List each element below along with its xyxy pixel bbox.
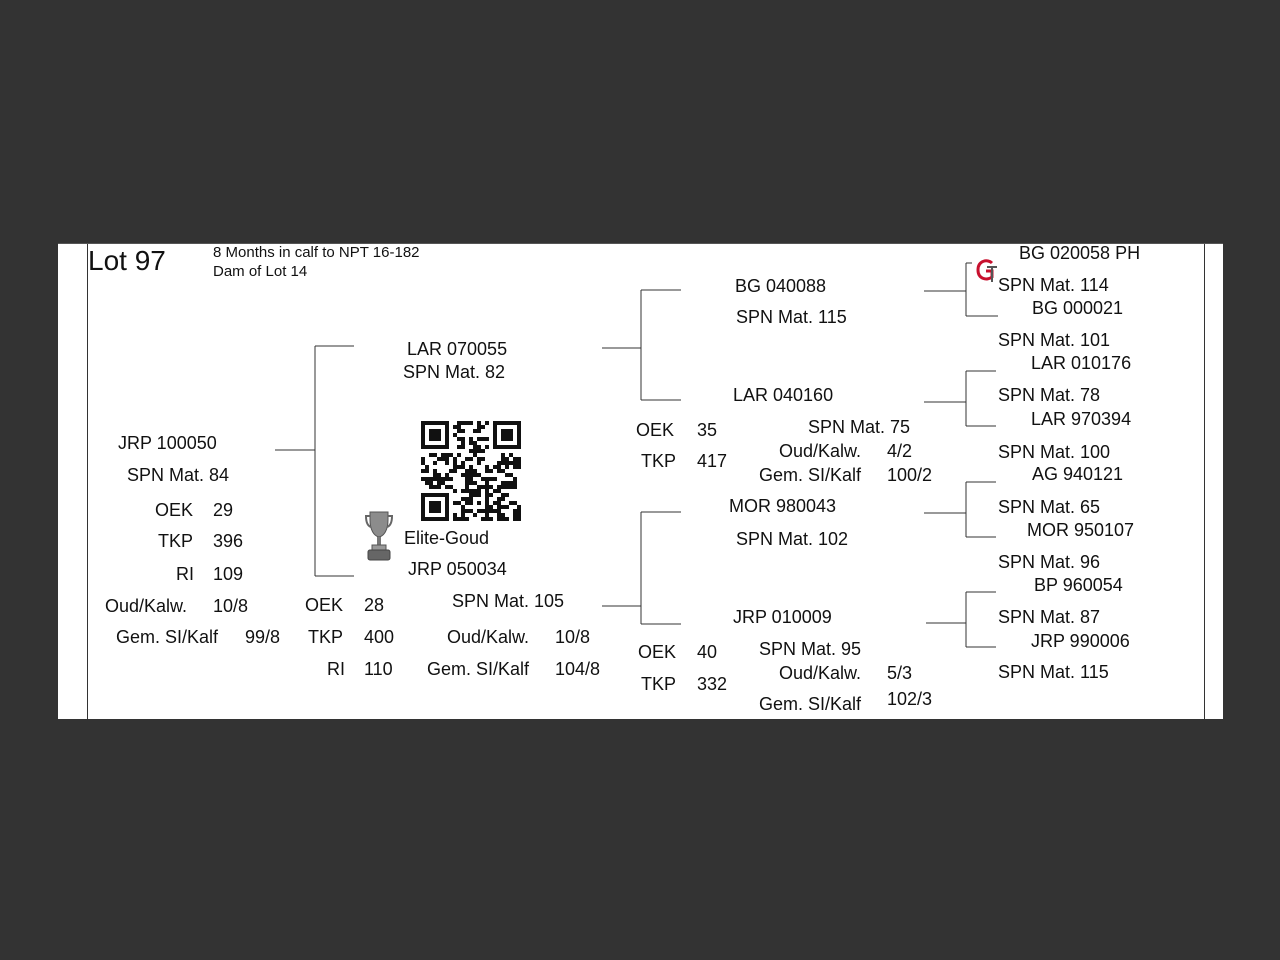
dam-oud-value: 10/8 [555, 627, 591, 647]
subject-oud-value: 10/8 [213, 596, 249, 616]
dam-dam-spn: SPN Mat. 95 [759, 639, 862, 659]
subject-id: JRP 100050 [118, 433, 217, 453]
lot-note-in-calf: 8 Months in calf to NPT 16-182 [213, 244, 420, 261]
gen4-8-id: JRP 990006 [1031, 631, 1130, 651]
dam-tkp-label: TKP [308, 627, 344, 647]
dam-award: Elite-Goud [404, 528, 490, 548]
gen4-2-spn: SPN Mat. 101 [998, 330, 1111, 350]
sire-dam-gem-value: 100/2 [887, 465, 933, 485]
right-border-line [1204, 244, 1205, 719]
subject-oek-value: 29 [213, 500, 234, 520]
dam-dam-oud-label: Oud/Kalw. [779, 663, 862, 683]
sire-dam-oud-value: 4/2 [887, 441, 913, 461]
gen4-3-id: LAR 010176 [1031, 353, 1132, 373]
sire-id: LAR 070055 [407, 339, 508, 359]
sire-sire-spn: SPN Mat. 115 [736, 307, 847, 327]
dam-spn: SPN Mat. 105 [452, 591, 565, 611]
gen4-5-id: AG 940121 [1032, 464, 1124, 484]
pedigree-sheet: Lot 97 8 Months in calf to NPT 16-182 Da… [58, 243, 1223, 719]
sire-dam-spn: SPN Mat. 75 [808, 417, 911, 437]
sire-dam-tkp-label: TKP [641, 451, 677, 471]
subject-tkp-value: 396 [213, 531, 244, 551]
lot-title: Lot 97 [88, 245, 166, 276]
trophy-icon [364, 511, 394, 561]
dam-dam-oud-value: 5/3 [887, 663, 913, 683]
sire-dam-gem-label: Gem. SI/Kalf [759, 465, 862, 485]
sire-dam-oud-label: Oud/Kalw. [779, 441, 862, 461]
subject-oud-label: Oud/Kalw. [105, 596, 188, 616]
dam-oek-label: OEK [305, 595, 344, 615]
left-border-line [87, 244, 88, 719]
dam-sire-id: MOR 980043 [729, 496, 837, 516]
gen4-4-spn: SPN Mat. 100 [998, 442, 1111, 462]
subject-oek-label: OEK [155, 500, 194, 520]
subject-ri-label: RI [176, 564, 194, 584]
gen4-7-spn: SPN Mat. 87 [998, 607, 1101, 627]
gen4-4-id: LAR 970394 [1031, 409, 1132, 429]
dam-dam-id: JRP 010009 [733, 607, 832, 627]
sire-spn: SPN Mat. 82 [403, 362, 506, 382]
sire-dam-oek-label: OEK [636, 420, 675, 440]
gen4-8-spn: SPN Mat. 115 [998, 662, 1109, 682]
dam-oek-value: 28 [364, 595, 385, 615]
gen4-1-id: BG 020058 PH [1019, 243, 1141, 263]
lot-note-dam-of: Dam of Lot 14 [213, 263, 308, 280]
pedigree-connector-lines [275, 262, 998, 648]
dam-dam-oek-label: OEK [638, 642, 677, 662]
dam-gem-value: 104/8 [555, 659, 601, 679]
dam-ri-value: 110 [364, 659, 393, 679]
sire-dam-id: LAR 040160 [733, 385, 834, 405]
dam-ri-label: RI [327, 659, 345, 679]
gen4-1-spn: SPN Mat. 114 [998, 275, 1109, 295]
sire-sire-id: BG 040088 [735, 276, 827, 296]
sire-dam-tkp-value: 417 [697, 451, 728, 471]
subject-spn: SPN Mat. 84 [127, 465, 230, 485]
gen4-3-spn: SPN Mat. 78 [998, 385, 1101, 405]
dam-oud-label: Oud/Kalw. [447, 627, 530, 647]
dam-dam-tkp-label: TKP [641, 674, 677, 694]
dam-sire-spn: SPN Mat. 102 [736, 529, 849, 549]
dam-dam-gem-value: 102/3 [887, 689, 933, 709]
gen4-6-id: MOR 950107 [1027, 520, 1135, 540]
subject-gem-value: 99/8 [245, 627, 281, 647]
gen4-7-id: BP 960054 [1034, 575, 1123, 595]
qr-code [421, 421, 521, 521]
dam-dam-tkp-value: 332 [697, 674, 728, 694]
subject-ri-value: 109 [213, 564, 244, 584]
subject-gem-label: Gem. SI/Kalf [116, 627, 219, 647]
sire-dam-oek-value: 35 [697, 420, 718, 440]
dam-dam-oek-value: 40 [697, 642, 718, 662]
breeder-logo [976, 259, 997, 282]
dam-id: JRP 050034 [408, 559, 507, 579]
gen4-5-spn: SPN Mat. 65 [998, 497, 1101, 517]
gen4-6-spn: SPN Mat. 96 [998, 552, 1101, 572]
dam-gem-label: Gem. SI/Kalf [427, 659, 530, 679]
dam-dam-gem-label: Gem. SI/Kalf [759, 694, 862, 714]
gen4-2-id: BG 000021 [1032, 298, 1124, 318]
dam-tkp-value: 400 [364, 627, 395, 647]
subject-tkp-label: TKP [158, 531, 194, 551]
